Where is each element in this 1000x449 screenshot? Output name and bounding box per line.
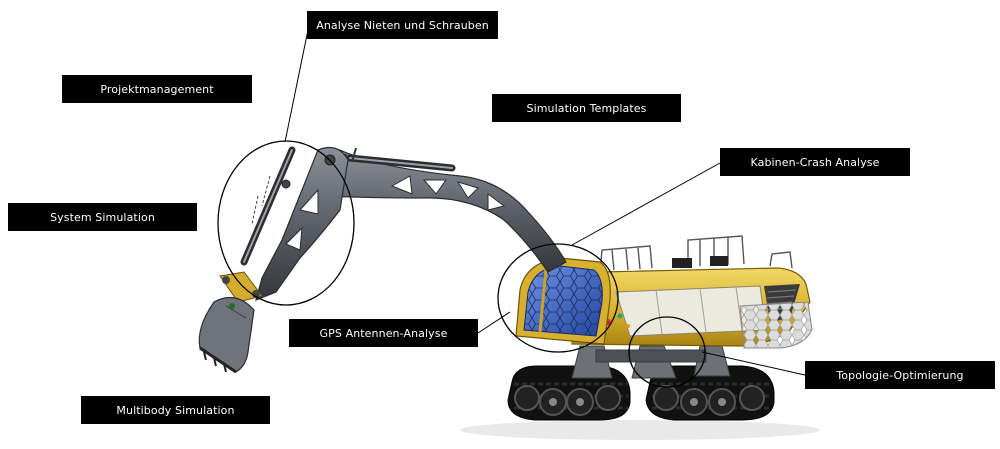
highlight-circle-cabin xyxy=(497,243,619,353)
leader-gps xyxy=(477,311,511,334)
label-projektmanagement: Projektmanagement xyxy=(62,75,252,103)
label-analyse-nieten-schrauben: Analyse Nieten und Schrauben xyxy=(307,11,498,39)
highlight-circle-stick xyxy=(217,140,355,306)
label-gps-antennen-analyse: GPS Antennen-Analyse xyxy=(289,319,478,347)
label-kabinen-crash-analyse: Kabinen-Crash Analyse xyxy=(720,148,910,176)
leader-lines xyxy=(284,24,806,376)
boom-arm xyxy=(325,147,567,273)
highlight-circles xyxy=(217,140,706,388)
label-simulation-templates: Simulation Templates xyxy=(492,94,681,122)
label-system-simulation: System Simulation xyxy=(8,203,197,231)
leader-kabinen xyxy=(571,162,721,246)
stick-arm xyxy=(219,146,349,303)
label-multibody-simulation: Multibody Simulation xyxy=(81,396,270,424)
bucket xyxy=(198,296,255,374)
upper-body xyxy=(571,235,813,349)
leader-analyse xyxy=(284,24,310,143)
label-topologie-optimierung: Topologie-Optimierung xyxy=(805,361,995,389)
leader-topologie xyxy=(701,351,806,376)
ground-shadow xyxy=(460,420,820,440)
undercarriage xyxy=(571,345,731,379)
right-track xyxy=(645,365,775,421)
left-track xyxy=(507,365,631,421)
highlight-circle-undercarriage xyxy=(628,316,706,388)
operator-cabin xyxy=(515,257,611,345)
